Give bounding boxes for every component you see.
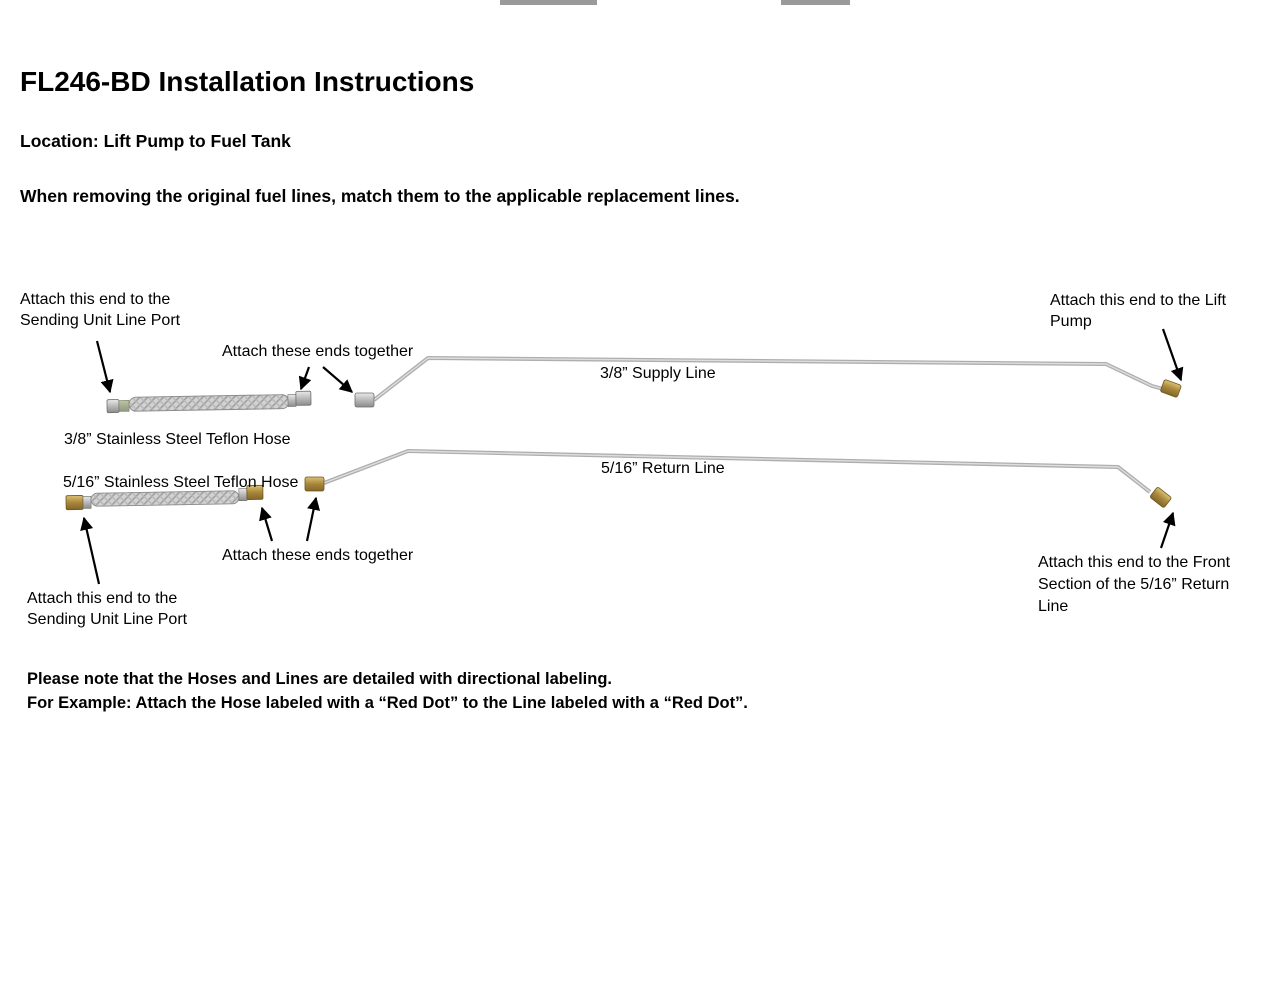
arrow-attach-bottom-right xyxy=(305,496,321,542)
directional-labeling-note: Please note that the Hoses and Lines are… xyxy=(27,667,748,715)
hose-5-16-left-nut xyxy=(65,495,84,511)
arrow-sending-unit-bottom xyxy=(80,516,101,585)
label-attach-ends-top: Attach these ends together xyxy=(222,343,414,360)
hose-3-8-braided xyxy=(106,390,312,414)
label-hose-5-16: 5/16” Stainless Steel Teflon Hose xyxy=(63,474,299,491)
supply-line-left-fitting xyxy=(354,392,375,408)
arrow-attach-bottom-left xyxy=(259,506,274,542)
note-line-1: Please note that the Hoses and Lines are… xyxy=(27,670,612,688)
note-line-2: For Example: Attach the Hose labeled wit… xyxy=(27,694,748,712)
label-return-line: 5/16” Return Line xyxy=(601,460,725,477)
hose-5-16-right-nut xyxy=(246,484,264,500)
label-return-front: Attach this end to the Front Section of … xyxy=(1038,554,1231,615)
return-line-right-fitting xyxy=(1150,487,1172,508)
label-hose-3-8: 3/8” Stainless Steel Teflon Hose xyxy=(64,431,291,448)
supply-line-right-fitting xyxy=(1160,379,1182,398)
return-line-left-fitting xyxy=(304,476,325,492)
hose-3-8-right-nut xyxy=(295,390,312,406)
arrow-attach-top-right xyxy=(322,366,353,393)
hose-5-16-braided xyxy=(65,484,264,511)
arrow-sending-unit-top xyxy=(95,340,114,394)
supply-line-tube-highlight xyxy=(373,357,1164,401)
hose-3-8-left-nut xyxy=(106,399,120,414)
arrow-attach-top-left xyxy=(298,366,312,391)
arrow-return-front xyxy=(1159,511,1176,549)
supply-line xyxy=(354,356,1182,408)
hose-5-16-left-collar xyxy=(82,495,92,509)
top-edge-artifact-left xyxy=(500,0,597,5)
top-edge-artifact-right xyxy=(781,0,850,5)
label-attach-ends-bottom: Attach these ends together xyxy=(222,547,414,564)
return-line-tube xyxy=(323,449,1152,494)
hose-3-8-body xyxy=(128,394,290,412)
supply-line-tube xyxy=(372,356,1164,402)
annotation-arrows xyxy=(80,328,1184,585)
hose-5-16-body xyxy=(90,490,240,507)
label-sending-unit-bottom: Attach this end to the Sending Unit Line… xyxy=(27,590,188,628)
page-title: FL246-BD Installation Instructions xyxy=(20,66,475,97)
label-supply-line: 3/8” Supply Line xyxy=(600,365,716,382)
location-line: Location: Lift Pump to Fuel Tank xyxy=(20,131,291,151)
label-lift-pump: Attach this end to the Lift Pump xyxy=(1050,292,1227,330)
arrow-lift-pump xyxy=(1161,328,1184,382)
return-line xyxy=(304,449,1172,508)
intro-line: When removing the original fuel lines, m… xyxy=(20,186,740,206)
return-line-tube-highlight xyxy=(323,450,1151,493)
hose-3-8-right-collar xyxy=(287,394,297,407)
hose-3-8-left-collar xyxy=(118,400,130,412)
label-sending-unit-top: Attach this end to the Sending Unit Line… xyxy=(20,291,181,329)
